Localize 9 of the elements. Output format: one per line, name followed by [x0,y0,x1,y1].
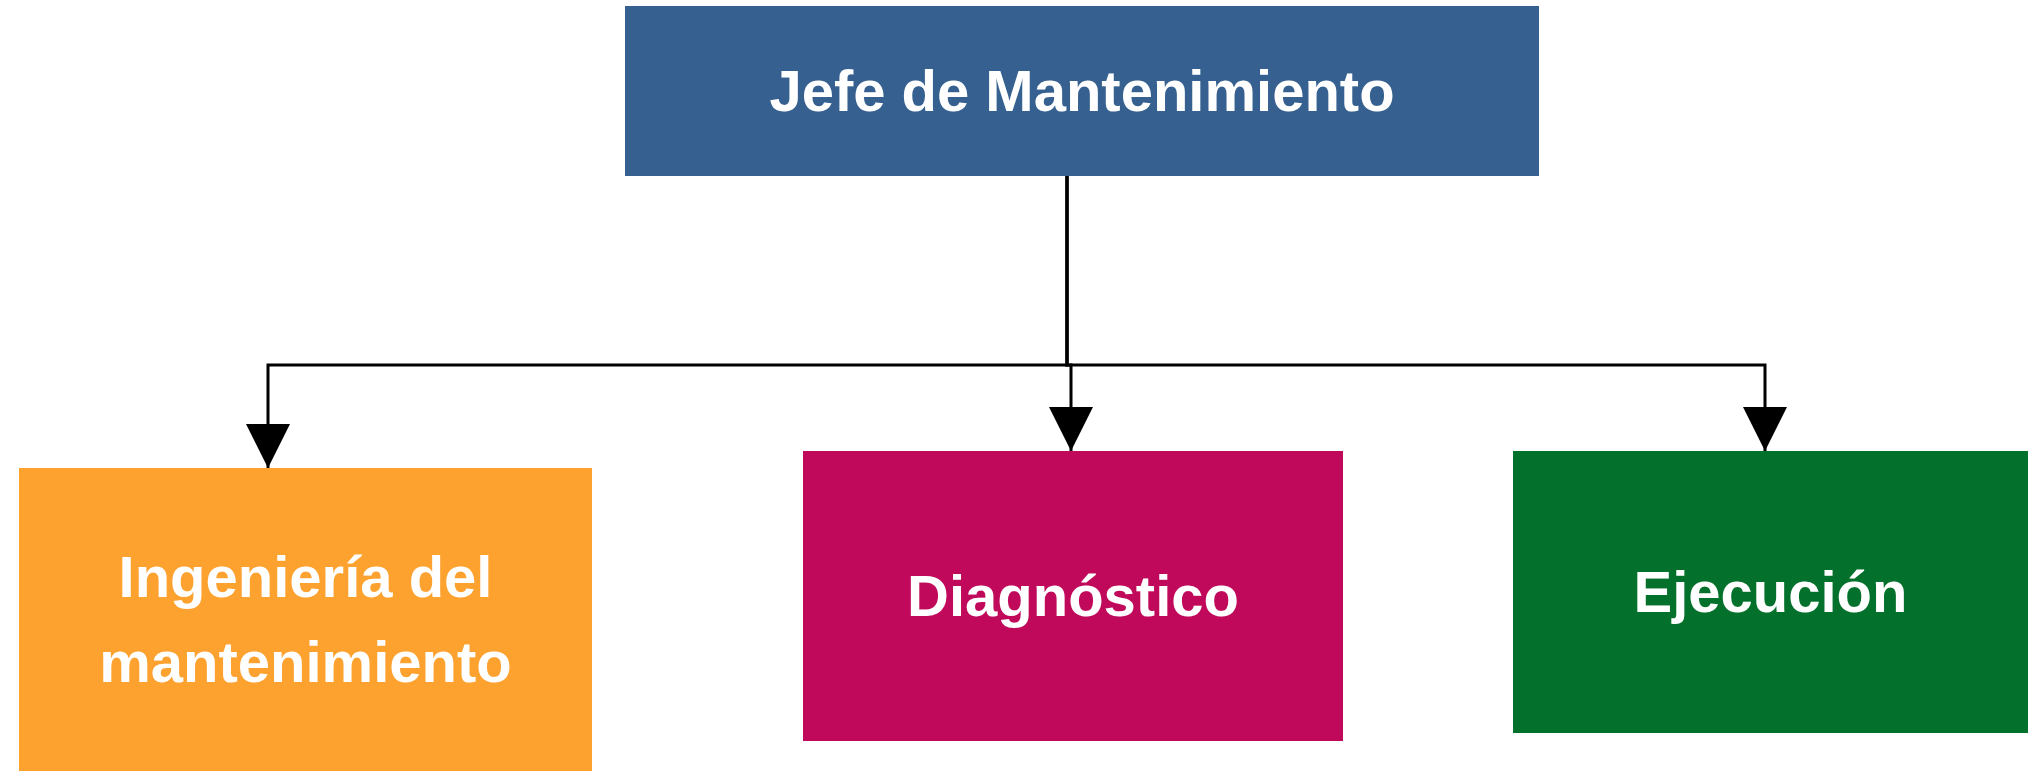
org-box [625,6,1539,176]
connector-arrow [1065,176,1787,451]
box-label: Ingeniería del mantenimiento [98,543,513,696]
box-label: Ejecución [1633,557,1908,626]
box-label: Jefe de Mantenimiento [769,56,1395,125]
box-label: Diagnóstico [907,561,1239,630]
org-box [803,451,1343,741]
org-box [19,468,592,771]
org-box [1513,451,2028,733]
